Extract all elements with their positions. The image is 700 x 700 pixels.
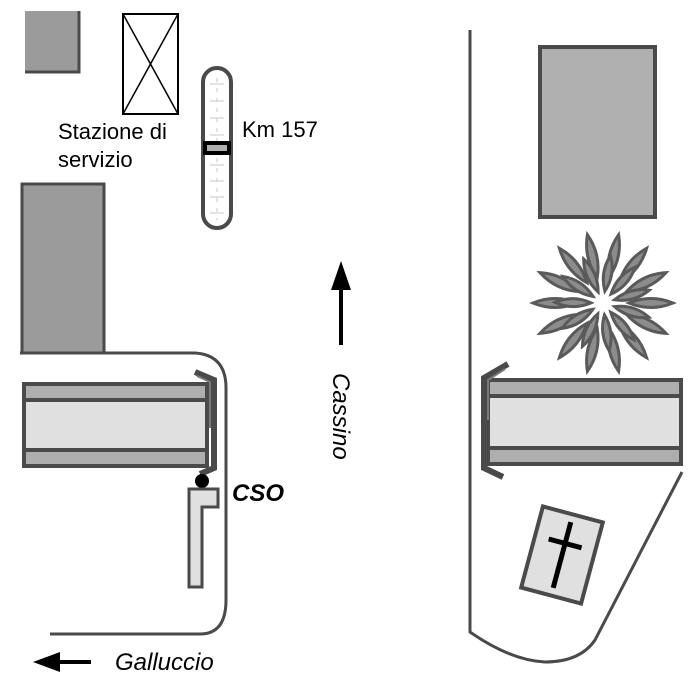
cso-label: CSO	[232, 480, 284, 507]
service-station-icon	[122, 13, 179, 115]
km-marker-post-icon	[201, 66, 233, 230]
cso-point-icon	[195, 474, 209, 488]
tree-leaf	[559, 274, 597, 299]
building-left	[20, 182, 106, 354]
bridge-left	[22, 369, 217, 477]
direction-label-galluccio: Galluccio	[115, 649, 214, 676]
arrow-west-icon	[33, 652, 91, 672]
tree-leaf	[556, 320, 590, 361]
cemetery-icon	[518, 503, 606, 607]
arrow-north-icon	[331, 261, 351, 345]
tree-leaf	[610, 304, 653, 320]
tree-leaf	[559, 307, 596, 331]
bridge-right	[481, 361, 683, 480]
service-station-label-line2: servizio	[58, 147, 133, 172]
gate-post	[187, 487, 220, 589]
tree-leaf	[610, 288, 653, 302]
tree-leaf	[556, 245, 590, 286]
tree-leaf	[608, 309, 637, 343]
tree-leaf	[580, 310, 600, 350]
tree-leaf	[601, 311, 613, 355]
direction-label-cassino: Cassino	[327, 373, 354, 460]
tree-leaf	[585, 324, 600, 376]
road-edge-right	[468, 30, 684, 664]
tree-leaf	[551, 297, 595, 309]
building-top-left	[25, 11, 81, 74]
tree-leaf	[608, 264, 638, 297]
tree-leaf	[625, 297, 677, 309]
road-edge-left	[20, 351, 228, 636]
tree-leaf	[582, 255, 600, 296]
building-right	[538, 45, 657, 219]
service-station-label-line1: Stazione di	[58, 119, 167, 144]
km-marker-label: Km 157	[242, 117, 318, 142]
tree-icon	[529, 230, 677, 376]
tree-leaf	[601, 251, 614, 295]
